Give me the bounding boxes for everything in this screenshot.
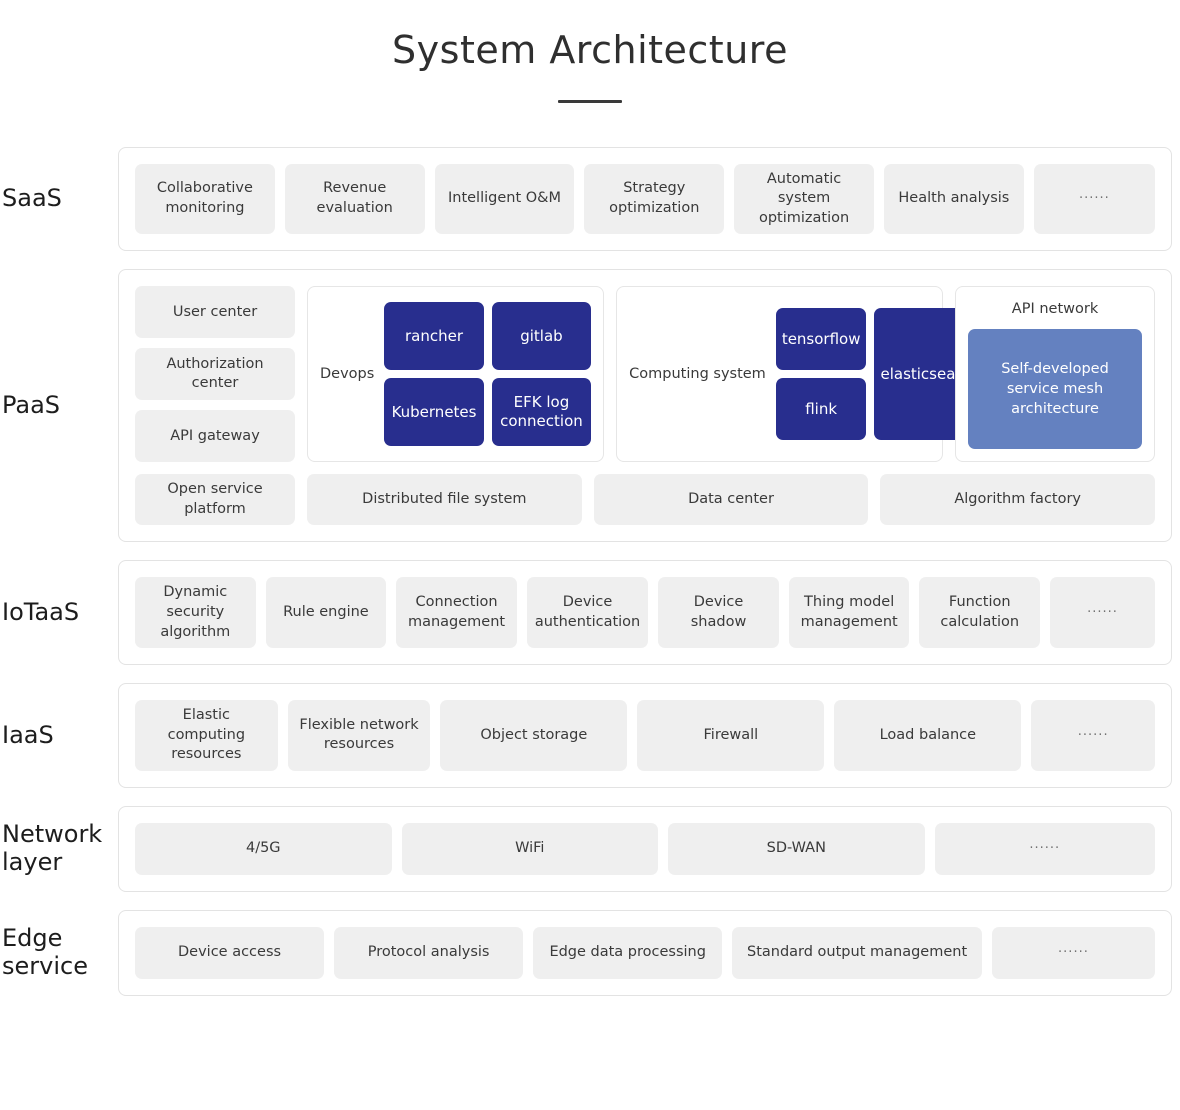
chip-4-5g[interactable]: 4/5G bbox=[135, 822, 392, 875]
chip-wifi[interactable]: WiFi bbox=[401, 822, 659, 875]
chip-device-access[interactable]: Device access bbox=[135, 926, 325, 979]
layer-label-paas: PaaS bbox=[2, 391, 61, 420]
architecture-layer-stack: SaaS Collaborative monitoring Revenue ev… bbox=[0, 146, 1180, 996]
layer-row-iotaas: IoTaaS Dynamic security algorithm Rule e… bbox=[0, 560, 1172, 666]
chip-edge-data-processing[interactable]: Edge data processing bbox=[533, 926, 723, 979]
paas-top-section: User center Authorization center API gat… bbox=[135, 286, 1155, 463]
group-api-network: API network Self-developed service mesh … bbox=[955, 286, 1155, 463]
saas-chip-row: Collaborative monitoring Revenue evaluat… bbox=[135, 163, 1155, 235]
layer-row-saas: SaaS Collaborative monitoring Revenue ev… bbox=[0, 146, 1172, 252]
layer-box-network: 4/5G WiFi SD-WAN ······ bbox=[118, 805, 1172, 892]
chip-device-shadow[interactable]: Device shadow bbox=[658, 577, 779, 649]
chip-standard-output-management[interactable]: Standard output management bbox=[732, 926, 982, 979]
title-block: System Architecture bbox=[0, 0, 1180, 103]
layer-row-paas: PaaS User center Authorization center AP… bbox=[0, 269, 1172, 543]
chip-distributed-file-system[interactable]: Distributed file system bbox=[307, 474, 582, 526]
chip-intelligent-om[interactable]: Intelligent O&M bbox=[434, 163, 575, 235]
layer-box-paas: User center Authorization center API gat… bbox=[118, 269, 1172, 543]
layer-label-edge: Edge service bbox=[2, 924, 88, 980]
chip-edge-more-ellipsis[interactable]: ······ bbox=[991, 926, 1155, 979]
tile-self-developed-service-mesh-architecture[interactable]: Self-developed service mesh architecture bbox=[968, 329, 1142, 450]
group-devops: Devops rancher gitlab Kubernetes EFK log… bbox=[307, 286, 605, 463]
tile-rancher[interactable]: rancher bbox=[384, 302, 484, 371]
tile-kubernetes[interactable]: Kubernetes bbox=[384, 378, 484, 447]
chip-firewall[interactable]: Firewall bbox=[637, 700, 825, 771]
chip-api-gateway[interactable]: API gateway bbox=[135, 410, 295, 463]
chip-collaborative-monitoring[interactable]: Collaborative monitoring bbox=[135, 163, 275, 235]
group-label-devops: Devops bbox=[320, 365, 375, 382]
edge-chip-row: Device access Protocol analysis Edge dat… bbox=[135, 926, 1155, 979]
chip-device-authentication[interactable]: Device authentication bbox=[526, 577, 649, 649]
chip-thing-model-management[interactable]: Thing model management bbox=[788, 577, 910, 649]
tile-gitlab[interactable]: gitlab bbox=[491, 302, 592, 371]
layer-label-iaas: IaaS bbox=[2, 720, 54, 749]
tile-efk-log-connection[interactable]: EFK log connection bbox=[491, 378, 592, 447]
chip-revenue-evaluation[interactable]: Revenue evaluation bbox=[284, 163, 425, 235]
tile-tensorflow[interactable]: tensorflow bbox=[775, 308, 867, 371]
chip-user-center[interactable]: User center bbox=[135, 286, 295, 339]
network-chip-row: 4/5G WiFi SD-WAN ······ bbox=[135, 822, 1155, 875]
chip-rule-engine[interactable]: Rule engine bbox=[265, 577, 387, 649]
chip-saas-more-ellipsis[interactable]: ······ bbox=[1033, 163, 1155, 235]
chip-automatic-system-optimization[interactable]: Automatic system optimization bbox=[734, 163, 874, 235]
devops-tile-grid: rancher gitlab Kubernetes EFK log connec… bbox=[384, 302, 592, 447]
chip-algorithm-factory[interactable]: Algorithm factory bbox=[880, 474, 1156, 526]
layer-row-iaas: IaaS Elastic computing resources Flexibl… bbox=[0, 683, 1172, 788]
chip-elastic-computing-resources[interactable]: Elastic computing resources bbox=[135, 700, 278, 771]
chip-load-balance[interactable]: Load balance bbox=[834, 700, 1022, 771]
layer-row-edge: Edge service Device access Protocol anal… bbox=[0, 909, 1172, 996]
chip-dynamic-security-algorithm[interactable]: Dynamic security algorithm bbox=[135, 577, 256, 649]
chip-network-more-ellipsis[interactable]: ······ bbox=[934, 822, 1155, 875]
iaas-chip-row: Elastic computing resources Flexible net… bbox=[135, 700, 1156, 771]
chip-connection-management[interactable]: Connection management bbox=[396, 577, 517, 649]
paas-left-column: User center Authorization center API gat… bbox=[135, 286, 295, 463]
chip-function-calculation[interactable]: Function calculation bbox=[919, 577, 1041, 649]
layer-box-iaas: Elastic computing resources Flexible net… bbox=[118, 683, 1172, 788]
layer-label-saas: SaaS bbox=[2, 184, 62, 213]
group-label-api-network: API network bbox=[1011, 301, 1099, 318]
chip-iaas-more-ellipsis[interactable]: ······ bbox=[1031, 700, 1156, 771]
paas-bottom-chip-row: Open service platform Distributed file s… bbox=[135, 474, 1156, 526]
group-label-computing-system: Computing system bbox=[629, 365, 766, 382]
iotaas-chip-row: Dynamic security algorithm Rule engine C… bbox=[135, 577, 1155, 649]
chip-flexible-network-resources[interactable]: Flexible network resources bbox=[287, 700, 431, 771]
layer-label-network: Network layer bbox=[2, 820, 103, 876]
title-underline-rule bbox=[558, 99, 622, 103]
chip-protocol-analysis[interactable]: Protocol analysis bbox=[334, 926, 524, 979]
chip-health-analysis[interactable]: Health analysis bbox=[883, 163, 1024, 235]
layer-box-saas: Collaborative monitoring Revenue evaluat… bbox=[118, 146, 1172, 252]
chip-open-service-platform[interactable]: Open service platform bbox=[135, 474, 295, 526]
computing-tile-cluster: tensorflow flink elasticsearch bbox=[775, 308, 986, 441]
chip-sd-wan[interactable]: SD-WAN bbox=[668, 822, 925, 875]
layer-box-edge: Device access Protocol analysis Edge dat… bbox=[118, 909, 1172, 996]
layer-row-network: Network layer 4/5G WiFi SD-WAN ······ bbox=[0, 805, 1172, 892]
chip-object-storage[interactable]: Object storage bbox=[440, 700, 628, 771]
chip-data-center[interactable]: Data center bbox=[593, 474, 869, 526]
tile-flink[interactable]: flink bbox=[775, 378, 867, 441]
chip-authorization-center[interactable]: Authorization center bbox=[135, 348, 295, 401]
page-title: System Architecture bbox=[392, 28, 788, 72]
group-computing-system: Computing system tensorflow flink elasti… bbox=[616, 286, 986, 463]
chip-strategy-optimization[interactable]: Strategy optimization bbox=[584, 163, 725, 235]
chip-iotaas-more-ellipsis[interactable]: ······ bbox=[1050, 577, 1155, 649]
layer-box-iotaas: Dynamic security algorithm Rule engine C… bbox=[118, 560, 1172, 666]
computing-tile-column: tensorflow flink bbox=[775, 308, 867, 441]
layer-label-iotaas: IoTaaS bbox=[2, 597, 80, 626]
